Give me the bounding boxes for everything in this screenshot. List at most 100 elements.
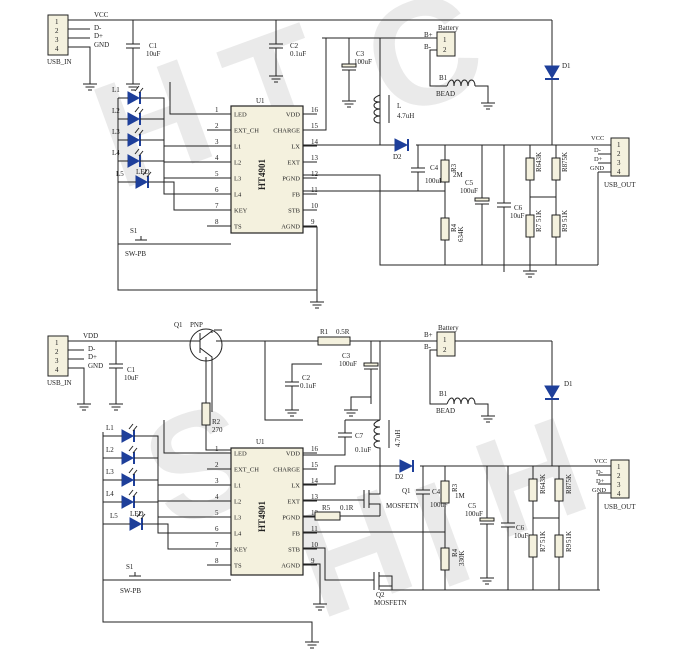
chip-pin-number: 6 (215, 186, 219, 194)
chip-pin-number: 16 (311, 106, 319, 114)
d1-label: D1 (562, 62, 571, 70)
chip-pin-number: 6 (215, 525, 219, 533)
c6-value: 10uF (514, 532, 529, 540)
chip-pin-number: 7 (215, 541, 219, 549)
r4-ref: R4 (450, 223, 458, 232)
chip-pin-name: TS (234, 563, 242, 570)
chip-pin-number: 5 (215, 170, 219, 178)
r8-value: 75K (565, 474, 573, 486)
chip-ref: U1 (256, 438, 265, 446)
chip-pin-name: L4 (234, 192, 242, 199)
chip-pin-name: LX (291, 144, 300, 151)
q1-type: PNP (190, 321, 203, 329)
r3-value: 2M (453, 171, 464, 179)
ht4901-chip-bottom: U1 HT4901 (230, 438, 304, 576)
watermark-letter: C (343, 0, 502, 150)
chip-pin-number: 7 (215, 202, 219, 210)
usb-in-connector-2: 1 2 3 4 USB_IN VDD D- D+ GND (47, 332, 103, 387)
usb-in-pin: 4 (55, 366, 59, 374)
usb-out-signal: VCC (591, 135, 604, 142)
chip-pin-number: 13 (311, 154, 319, 162)
r3-ref: R3 (451, 483, 459, 492)
q1-ref: Q1 (174, 321, 183, 329)
usb-in-pin: 3 (55, 36, 59, 44)
r4-ref: R4 (451, 548, 459, 557)
c5-value: 100uF (465, 510, 483, 518)
chip-pin-name: L4 (234, 531, 242, 538)
c2-value: 0.1uF (290, 50, 306, 58)
usb-in-signal: GND (88, 362, 103, 370)
usb-in-signal: VDD (83, 332, 98, 340)
c3-value: 100uF (354, 58, 372, 66)
inductor-value: 4.7uH (397, 112, 414, 120)
c4-value: 100uF (425, 177, 443, 185)
usb-out-label: USB_OUT (604, 181, 636, 189)
chip-pin-name: L2 (234, 499, 241, 506)
chip-pin-number: 15 (311, 122, 319, 130)
chip-pin-number: 8 (215, 557, 219, 565)
usb-out-pin: 2 (617, 472, 621, 480)
r5-ref: R5 (322, 504, 331, 512)
chip-pin-number: 1 (215, 445, 219, 453)
chip-pin-name: L1 (234, 483, 241, 490)
top-schematic: 1 2 3 4 USB_IN VCC D- D+ GND C1 10uF C2 … (47, 11, 636, 309)
c4-value: 100uF (430, 501, 448, 509)
usb-in-pin: 2 (55, 27, 59, 35)
usb-in-signal: D- (94, 24, 102, 32)
c2-ref: C2 (302, 374, 311, 382)
chip-pin-name: L3 (234, 176, 241, 183)
chip-pin-number: 9 (311, 557, 315, 565)
sw-ref: S1 (130, 227, 138, 235)
chip-ref: U1 (256, 97, 265, 105)
usb-in-signal: GND (94, 41, 109, 49)
battery-pin: 1 (443, 336, 447, 344)
c3-ref: C3 (356, 50, 365, 58)
chip-pin-number: 8 (215, 218, 219, 226)
led-ref: L3 (106, 468, 114, 476)
c5-value: 100uF (460, 187, 478, 195)
bead-ref: B1 (439, 390, 448, 398)
chip-pin-name: CHARGE (273, 128, 300, 135)
mosfet-q1-ref: Q1 (402, 487, 411, 495)
led-ref: L2 (112, 107, 120, 115)
usb-out-pin: 4 (617, 168, 621, 176)
battery-minus-label: B- (424, 43, 432, 51)
chip-pin-name: EXT_CH (234, 128, 259, 135)
r8-ref: R8 (561, 163, 569, 172)
battery-label: Battery (438, 24, 459, 32)
c5-ref: C5 (465, 179, 474, 187)
r1-ref: R1 (320, 328, 329, 336)
chip-pin-number: 3 (215, 477, 219, 485)
usb-in-connector: 1 2 3 4 USB_IN VCC D- D+ GND (47, 11, 109, 66)
led-ref: L4 (106, 490, 114, 498)
r7-value: 51K (535, 210, 543, 222)
battery-pin: 2 (443, 46, 447, 54)
chip-pin-name: LX (291, 483, 300, 490)
d2-label: D2 (395, 473, 404, 481)
bottom-schematic: 1 2 3 4 USB_IN VDD D- D+ GND C1 10uF Q1 … (47, 321, 636, 649)
r3-ref: R3 (450, 163, 458, 172)
chip-pin-number: 14 (311, 138, 319, 146)
c4-ref: C4 (430, 164, 439, 172)
r9-value: 51K (565, 531, 573, 543)
usb-in-label: USB_IN (47, 379, 72, 387)
chip-pin-number: 3 (215, 138, 219, 146)
chip-pin-number: 4 (215, 493, 219, 501)
usb-in-label: USB_IN (47, 58, 72, 66)
inductor-value: 4.7uH (394, 430, 402, 447)
battery-minus-label: B- (424, 343, 432, 351)
chip-pin-name: AGND (281, 224, 300, 231)
usb-out-signal: D+ (596, 478, 605, 485)
chip-pin-number: 2 (215, 122, 219, 130)
r4-value: 330K (458, 550, 466, 566)
usb-in-signal: VCC (94, 11, 109, 19)
battery-label: Battery (438, 324, 459, 332)
r9-ref: R9 (565, 543, 573, 552)
bead-ref: B1 (439, 74, 448, 82)
c4-ref: C4 (432, 488, 441, 496)
chip-pin-number: 10 (311, 202, 319, 210)
chip-pin-name: EXT (287, 499, 300, 506)
battery-pin: 1 (443, 36, 447, 44)
c5-ref: C5 (468, 502, 477, 510)
